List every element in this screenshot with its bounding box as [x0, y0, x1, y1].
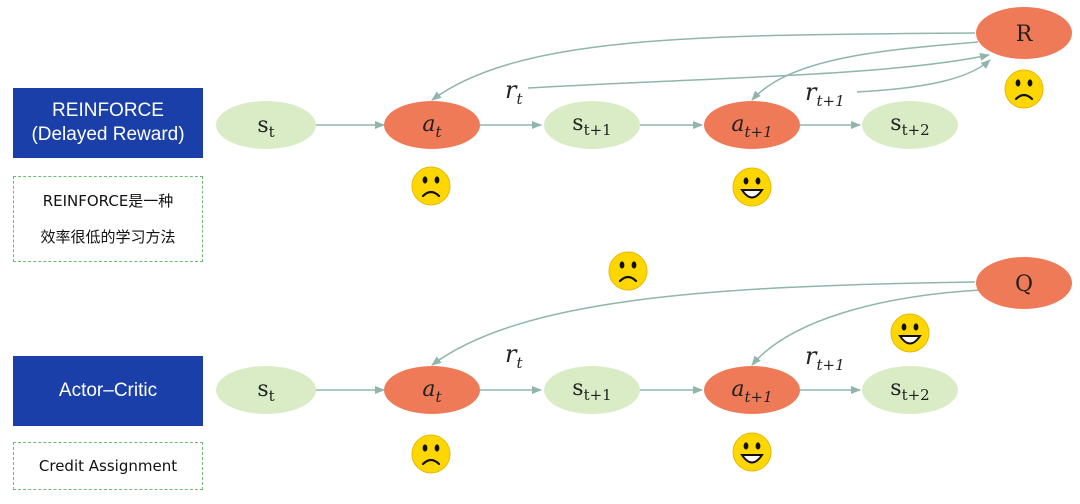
credit-assignment-note: Credit Assignment: [13, 442, 203, 490]
sad-face-icon: [608, 251, 648, 291]
node-top-a-t1: [704, 101, 800, 149]
node-bot-s-t2-label: s: [890, 376, 901, 401]
node-top-s-t1-sub: t+1: [584, 121, 612, 139]
node-top-R: [976, 7, 1072, 59]
arrow-top-R-to-at: [431, 32, 976, 101]
reward-bot-r-t1-label: r: [805, 342, 818, 370]
node-top-s-t2: [862, 101, 958, 149]
reinforce-note-line1: REINFORCE是一种: [42, 192, 174, 210]
reward-top-r-t-sub: t: [516, 90, 523, 108]
node-bot-a-t1: [704, 366, 800, 414]
node-bot-s-t1: [544, 366, 640, 414]
svg-text:at+1: at+1: [731, 377, 772, 406]
node-bot-Q-label: Q: [1015, 272, 1033, 297]
happy-face-icon: [732, 432, 772, 472]
node-bot-a-t: [384, 366, 480, 414]
node-top-a-t-sub: t: [436, 123, 443, 141]
node-bot-Q: [976, 257, 1072, 309]
actor-critic-label-title: Actor–Critic: [58, 380, 158, 401]
svg-text:rt+1: rt+1: [805, 78, 845, 110]
reward-top-r-t1-sub: t+1: [816, 92, 844, 110]
node-top-s-t2-label: s: [890, 111, 901, 136]
reward-top-r-t-label: r: [505, 76, 518, 104]
bottom-row: st at rt st+1 at+1 rt+1 st+2 Q: [216, 257, 1072, 414]
node-top-a-t1-label: a: [731, 112, 744, 137]
node-bot-s-t1-label: s: [572, 376, 583, 401]
credit-assignment-text: Credit Assignment: [38, 457, 178, 475]
happy-face-icon: [732, 167, 772, 207]
svg-text:st: st: [257, 113, 274, 141]
node-top-s-t1: [544, 101, 640, 149]
svg-text:rt: rt: [505, 76, 523, 108]
arrow-top-rt-to-R: [527, 52, 990, 89]
reward-bot-r-t-label: r: [505, 340, 518, 368]
happy-face-icon: [890, 313, 930, 353]
arrow-top-rt1-to-R: [856, 59, 991, 93]
svg-text:rt+1: rt+1: [805, 342, 845, 374]
reinforce-note: REINFORCE是一种 效率很低的学习方法: [13, 176, 203, 262]
reinforce-label-title: REINFORCE: [52, 100, 164, 121]
node-bot-a-t1-label: a: [731, 377, 744, 402]
node-bot-a-t-sub: t: [436, 388, 443, 406]
svg-text:st: st: [257, 377, 274, 405]
node-bot-a-t-label: a: [422, 377, 435, 402]
node-bot-s-t2: [862, 366, 958, 414]
node-bot-a-t1-sub: t+1: [744, 388, 772, 406]
svg-text:st+1: st+1: [572, 111, 611, 139]
node-bot-s-t-label: s: [257, 377, 268, 402]
svg-text:st+2: st+2: [890, 376, 929, 404]
arrow-bot-Q-to-at: [431, 281, 976, 366]
reward-bot-r-t-sub: t: [516, 354, 523, 372]
reinforce-note-line2: 效率很低的学习方法: [40, 228, 176, 246]
reinforce-label: REINFORCE (Delayed Reward): [13, 88, 203, 158]
svg-text:st+2: st+2: [890, 111, 929, 139]
node-top-a-t: [384, 101, 480, 149]
node-bot-s-t: [216, 366, 316, 414]
node-top-a-t1-sub: t+1: [744, 123, 772, 141]
node-top-s-t2-sub: t+2: [902, 121, 930, 139]
actor-critic-label: Actor–Critic: [13, 356, 203, 426]
node-top-s-t: [216, 101, 316, 149]
node-top-s-t-label: s: [257, 113, 268, 138]
svg-text:at: at: [422, 377, 442, 406]
arrow-top-R-to-at1: [751, 41, 979, 101]
svg-text:rt: rt: [505, 340, 523, 372]
node-bot-s-t2-sub: t+2: [902, 386, 930, 404]
svg-text:st+1: st+1: [572, 376, 611, 404]
sad-face-icon: [411, 166, 451, 206]
reward-top-r-t1-label: r: [805, 78, 818, 106]
node-bot-s-t1-sub: t+1: [584, 386, 612, 404]
node-top-a-t-label: a: [422, 112, 435, 137]
svg-text:at+1: at+1: [731, 112, 772, 141]
node-bot-s-t-sub: t: [269, 387, 275, 405]
reward-bot-r-t1-sub: t+1: [816, 356, 844, 374]
top-row: st at rt st+1 at+1 rt+1 st+2: [216, 7, 1072, 149]
node-top-s-t1-label: s: [572, 111, 583, 136]
svg-text:at: at: [422, 112, 442, 141]
sad-face-icon: [411, 434, 451, 474]
sad-face-icon: [1004, 69, 1044, 109]
arrow-bot-Q-to-at1: [751, 289, 981, 366]
node-top-s-t-sub: t: [269, 123, 275, 141]
reinforce-label-subtitle: (Delayed Reward): [31, 124, 185, 145]
node-top-R-label: R: [1016, 22, 1034, 47]
